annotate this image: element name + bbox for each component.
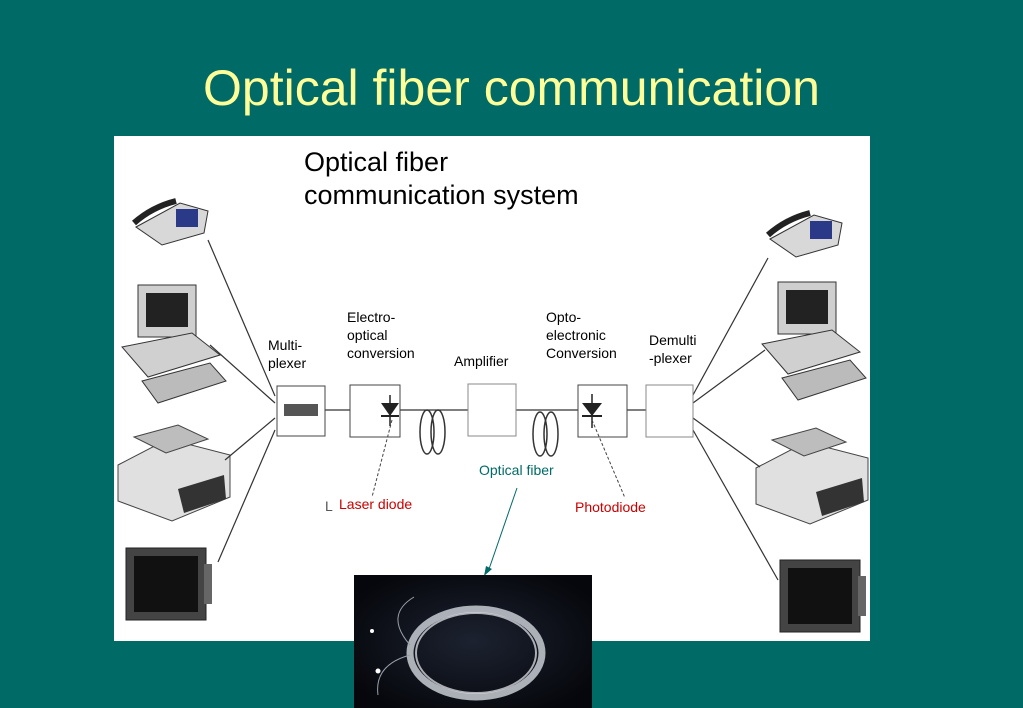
printer-icon [117,424,231,522]
opto-electronic-label-line: Conversion [546,345,617,361]
pointer-lines [371,419,626,573]
electro-optical-label: Electro- optical conversion [347,308,415,362]
optical-fiber-coil-photo [354,575,592,708]
amplifier-box [467,383,517,437]
printer-icon [755,427,869,525]
computer-icon [761,281,867,401]
laser-diode-label: Laser diode [339,496,413,512]
telephone-icon [766,210,843,258]
electro-optical-label-line: Electro- [347,309,396,325]
demultiplexer-box [645,384,694,438]
input-lines [207,239,276,563]
fiber-coil-icon [532,411,559,457]
electro-optical-box [349,384,401,438]
multiplexer-label-line: plexer [268,355,307,371]
arrowhead [484,566,492,576]
slide-title: Optical fiber communication [203,60,820,116]
optical-fiber-label: Optical fiber [479,462,554,478]
computer-icon [121,284,227,404]
fiber-coil-photo-graphic [354,575,592,708]
multiplexer-label: Multi- plexer [268,336,306,372]
monitor-icon [779,559,866,633]
electro-optical-label-line: optical [347,327,388,343]
system-heading-line-2: communication system [304,180,579,210]
telephone-icon [132,198,209,246]
amplifier-label: Amplifier [454,353,509,369]
fiber-coil-icon [419,409,446,455]
opto-electronic-label: Opto- electronic Conversion [546,308,617,362]
opto-electronic-label-line: electronic [546,327,606,343]
opto-electronic-label-line: Opto- [546,309,582,325]
demultiplexer-label-line: Demulti [649,332,697,348]
demultiplexer-label-line: -plexer [649,350,692,366]
demultiplexer-label: Demulti -plexer [649,331,696,367]
opto-electronic-box [577,384,628,438]
output-lines [692,257,779,581]
tick-mark: L [325,498,333,514]
monitor-icon [125,547,212,621]
system-heading-line-1: Optical fiber [304,147,449,177]
multiplexer-label-line: Multi- [268,337,303,353]
multiplexer-box [276,385,326,437]
system-heading: Optical fiber communication system [304,146,579,212]
electro-optical-label-line: conversion [347,345,415,361]
photodiode-label: Photodiode [575,499,646,515]
